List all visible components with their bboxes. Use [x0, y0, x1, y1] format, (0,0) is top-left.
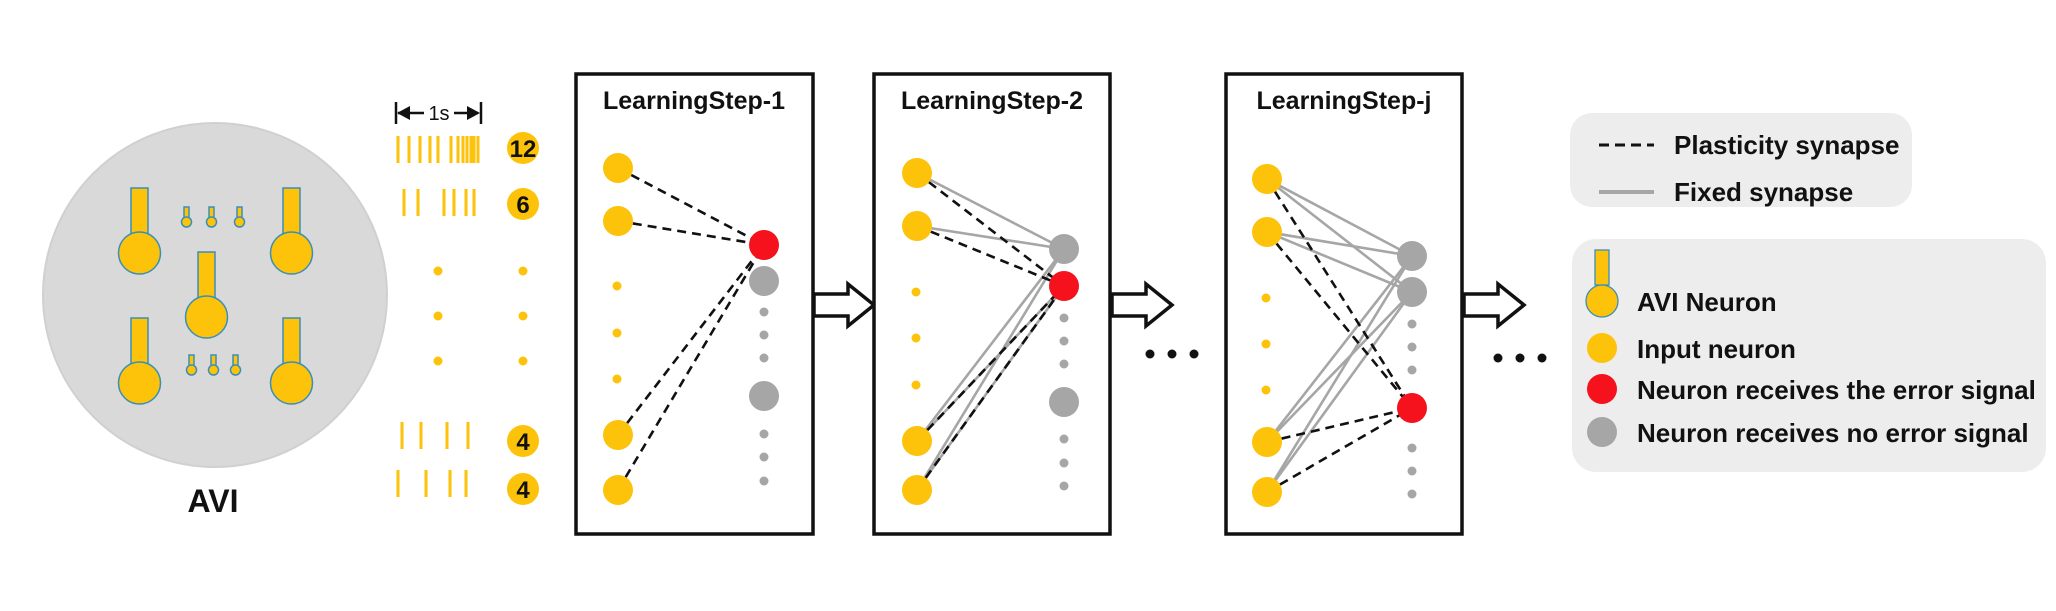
error-neuron	[749, 230, 779, 260]
spike-rasters	[396, 136, 480, 497]
output-neuron	[1049, 234, 1079, 264]
small-neuron	[207, 354, 220, 376]
spike-train	[396, 470, 468, 497]
synapse-legend: Plasticity synapse Fixed synapse	[1570, 113, 1912, 207]
plasticity-synapses	[1265, 178, 1414, 494]
step-title: LearningStep-j	[1256, 87, 1431, 115]
input-neurons	[902, 158, 932, 505]
output-neurons	[1049, 313, 1079, 491]
small-neuron	[233, 206, 246, 228]
step-arrow	[1462, 280, 1527, 330]
avi-neuron	[117, 317, 162, 405]
step-frame	[574, 72, 815, 536]
step-arrow	[812, 280, 877, 330]
spike-trains: 1s	[394, 101, 539, 505]
neuron-legend: AVI Neuron Input neuron Neuron receives …	[1572, 239, 2046, 472]
avi-neuron-label: AVI Neuron	[1637, 287, 1777, 317]
spike-train	[402, 189, 476, 216]
avi-neuron	[269, 317, 314, 405]
fixed-synapses	[1265, 177, 1414, 493]
step-frame	[1224, 72, 1464, 536]
avi-neuron-swatch	[1585, 249, 1619, 318]
error-neuron	[1397, 393, 1427, 423]
input-neuron-label: Input neuron	[1637, 334, 1796, 364]
spike-train	[400, 422, 470, 449]
step-title: LearningStep-2	[901, 87, 1083, 115]
error-neuron-swatch	[1587, 374, 1617, 404]
no-error-neuron-swatch	[1587, 417, 1617, 447]
avi-neuron	[184, 251, 229, 339]
learning-step-j: LearningStep-j	[1224, 72, 1464, 536]
error-neuron	[1049, 271, 1079, 301]
input-neurons	[1252, 164, 1282, 507]
step-frame	[872, 72, 1112, 536]
avi-neuron	[269, 187, 314, 275]
plasticity-synapses	[915, 171, 1066, 491]
spike-train	[396, 136, 480, 163]
spike-count: 4	[516, 429, 530, 456]
step-arrow	[1110, 280, 1175, 330]
ellipsis-dots	[1493, 353, 1547, 363]
input-neurons	[603, 153, 633, 505]
learning-step-2: LearningStep-2	[872, 72, 1112, 536]
no-error-neuron-label: Neuron receives no error signal	[1637, 418, 2029, 448]
spike-count: 12	[510, 136, 537, 163]
small-neuron	[229, 354, 242, 376]
spike-ellipsis	[433, 266, 528, 366]
learning-step-1: LearningStep-1	[574, 72, 815, 536]
time-scale-label: 1s	[428, 103, 449, 125]
output-neurons	[1397, 241, 1427, 499]
spike-count-badge: 4	[507, 473, 539, 505]
legend-box	[1570, 113, 1912, 207]
spike-count-badge: 12	[507, 132, 539, 164]
plasticity-synapses	[616, 166, 766, 491]
legend-box	[1572, 239, 2046, 472]
fixed-synapse-label: Fixed synapse	[1674, 177, 1853, 207]
small-neuron	[185, 354, 198, 376]
avi-panel: AVI	[42, 122, 388, 519]
small-neuron	[180, 206, 193, 228]
error-neuron-label: Neuron receives the error signal	[1637, 375, 2036, 405]
time-scale-bar	[394, 102, 483, 124]
step-title: LearningStep-1	[603, 87, 785, 115]
input-neuron-swatch	[1587, 333, 1617, 363]
avi-neurons	[117, 187, 314, 405]
scale-label-bg	[424, 101, 454, 125]
spike-count: 6	[516, 192, 529, 219]
plasticity-synapse-label: Plasticity synapse	[1674, 130, 1899, 160]
spike-count: 4	[516, 477, 530, 504]
avi-neuron	[117, 187, 162, 275]
avi-label: AVI	[188, 483, 239, 519]
ellipsis-dots	[1145, 349, 1199, 359]
spike-count-badge: 6	[507, 188, 539, 220]
spike-count-badge: 4	[507, 425, 539, 457]
small-neuron	[205, 206, 218, 228]
output-neurons	[749, 266, 779, 486]
